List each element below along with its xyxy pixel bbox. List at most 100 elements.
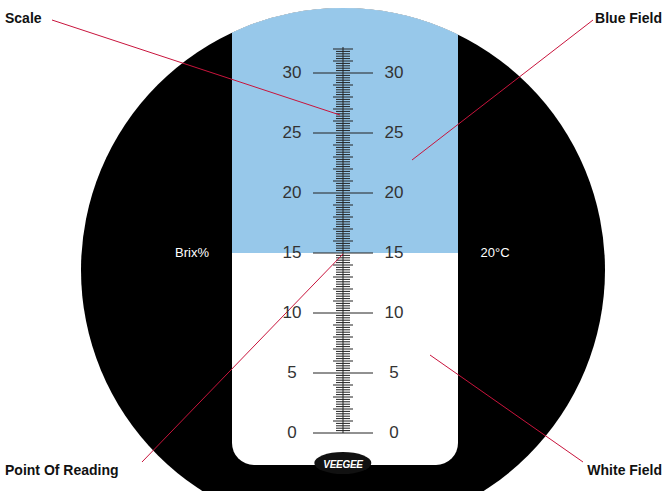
scale-tick bbox=[333, 277, 353, 278]
scale-tick bbox=[336, 159, 350, 160]
scale-tick bbox=[333, 421, 353, 422]
scale-tick bbox=[336, 317, 350, 318]
scale-tick bbox=[336, 207, 350, 208]
scale-tick bbox=[336, 171, 350, 172]
temperature-label: 20°C bbox=[480, 246, 509, 260]
scale-tick bbox=[336, 197, 350, 198]
scale-tick bbox=[333, 265, 353, 266]
scale-tick bbox=[336, 353, 350, 354]
scale-tick bbox=[336, 245, 350, 246]
scale-tick bbox=[336, 339, 350, 340]
leader-line bbox=[430, 355, 583, 462]
scale-tick bbox=[333, 349, 353, 350]
scale-tick bbox=[336, 272, 350, 273]
scale-tick bbox=[336, 404, 350, 405]
scale-tick bbox=[336, 233, 350, 234]
scale-tick bbox=[313, 133, 373, 134]
scale-number: 15 bbox=[385, 244, 404, 263]
scale-tick bbox=[336, 303, 350, 304]
callout-label: Point Of Reading bbox=[5, 463, 119, 478]
scale-tick bbox=[336, 185, 350, 186]
scale-tick bbox=[313, 313, 373, 314]
leader-line bbox=[412, 20, 593, 160]
scale-tick bbox=[336, 209, 350, 210]
scale-tick bbox=[313, 433, 373, 434]
scale-tick bbox=[336, 399, 350, 400]
scale-tick bbox=[333, 289, 353, 290]
scale-tick bbox=[336, 423, 350, 424]
scale-tick bbox=[336, 363, 350, 364]
scale-tick bbox=[336, 320, 350, 321]
scale-tick bbox=[336, 176, 350, 177]
callout-label: White Field bbox=[587, 463, 662, 478]
scale-tick bbox=[336, 147, 350, 148]
scale-tick bbox=[336, 394, 350, 395]
leader-lines bbox=[52, 20, 593, 462]
unit-label: Brix% bbox=[175, 246, 209, 260]
scale-tick bbox=[333, 49, 353, 50]
scale-tick bbox=[336, 296, 350, 297]
scale-tick bbox=[333, 241, 353, 242]
scale-tick bbox=[336, 291, 350, 292]
eyepiece-circle bbox=[81, 8, 605, 491]
scale-tick bbox=[336, 80, 350, 81]
scale-tick bbox=[336, 380, 350, 381]
scale-tick bbox=[336, 356, 350, 357]
scale-tick bbox=[336, 250, 350, 251]
scale-tick bbox=[336, 279, 350, 280]
scale-tick bbox=[336, 75, 350, 76]
scale-tick bbox=[336, 212, 350, 213]
scale-tick bbox=[336, 365, 350, 366]
scale-tick bbox=[336, 183, 350, 184]
scale-tick bbox=[336, 401, 350, 402]
scale-tick bbox=[333, 205, 353, 206]
scale-tick bbox=[336, 195, 350, 196]
scale-tick bbox=[336, 53, 350, 54]
scale-tick bbox=[336, 106, 350, 107]
scale-number: 0 bbox=[287, 424, 296, 443]
scale-tick bbox=[336, 315, 350, 316]
leader-line bbox=[52, 20, 340, 115]
callout-label: Blue Field bbox=[595, 11, 662, 26]
scale-tick bbox=[336, 94, 350, 95]
scale-tick bbox=[336, 200, 350, 201]
scale-tick bbox=[333, 361, 353, 362]
scale-tick bbox=[336, 255, 350, 256]
scale-tick bbox=[333, 157, 353, 158]
leader-line bbox=[142, 254, 343, 462]
scale-tick bbox=[333, 121, 353, 122]
blue-field bbox=[232, 0, 458, 253]
scale-tick bbox=[336, 267, 350, 268]
scale-tick bbox=[333, 109, 353, 110]
scale-tick bbox=[336, 190, 350, 191]
scale-tick bbox=[336, 51, 350, 52]
scale-tick bbox=[336, 286, 350, 287]
scale-tick bbox=[336, 70, 350, 71]
scale-tick bbox=[333, 97, 353, 98]
scale-tick bbox=[336, 298, 350, 299]
scale-tick bbox=[336, 413, 350, 414]
scale-tick bbox=[336, 226, 350, 227]
scale-tick bbox=[333, 169, 353, 170]
scale-tick bbox=[336, 377, 350, 378]
scale-tick bbox=[333, 397, 353, 398]
scale-tick bbox=[333, 301, 353, 302]
scale-tick bbox=[336, 164, 350, 165]
scale-tick bbox=[336, 248, 350, 249]
scale-tick bbox=[336, 154, 350, 155]
scale-tick bbox=[333, 409, 353, 410]
scale-tick bbox=[333, 337, 353, 338]
scale-tick bbox=[336, 140, 350, 141]
scale-tick bbox=[336, 231, 350, 232]
scale-tick bbox=[336, 137, 350, 138]
scale-tick bbox=[313, 73, 373, 74]
scale-tick bbox=[336, 418, 350, 419]
callout-label: Scale bbox=[5, 11, 42, 26]
scale-tick bbox=[336, 89, 350, 90]
scale-tick bbox=[336, 173, 350, 174]
scale-tick bbox=[336, 236, 350, 237]
scale-number: 10 bbox=[385, 304, 404, 323]
scale-tick bbox=[336, 308, 350, 309]
scale-tick bbox=[336, 257, 350, 258]
